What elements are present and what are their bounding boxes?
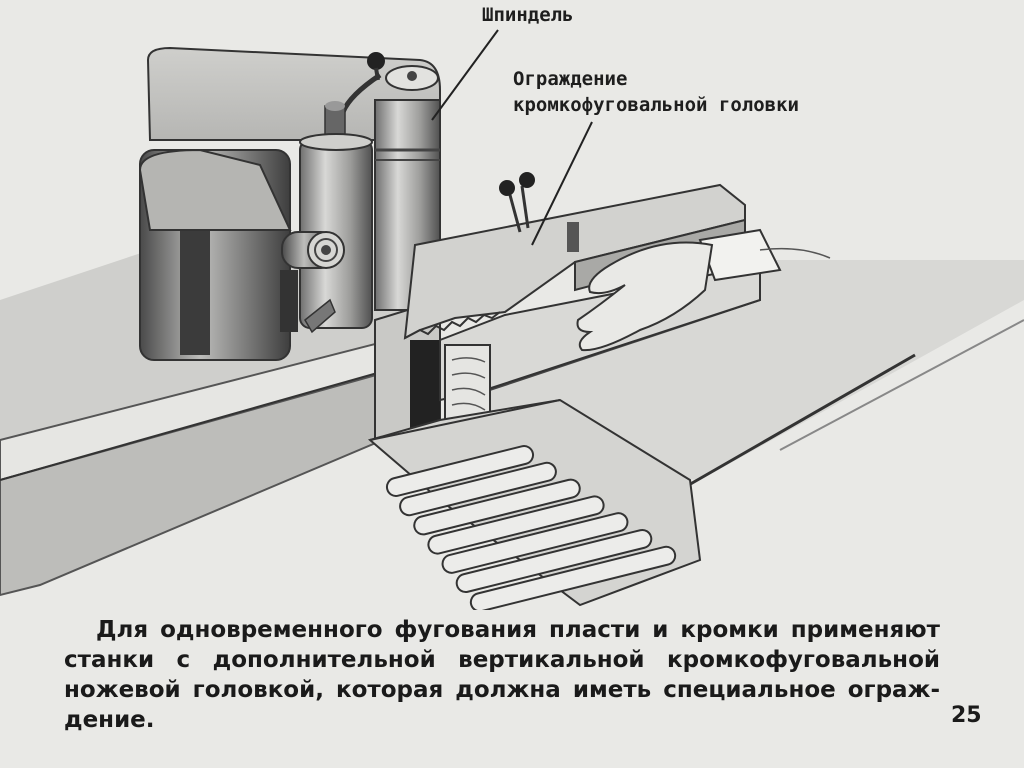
guard-label: Ограждение кромкофуговальной головки	[513, 66, 799, 118]
guard-label-line2: кромкофуговальной головки	[513, 94, 799, 116]
page-number: 25	[951, 703, 982, 728]
caption-line: ножевой головкой, которая должна иметь с…	[64, 677, 940, 703]
caption-line: дение.	[64, 707, 155, 733]
caption-line: Для одновременного фугования пласти и кр…	[96, 617, 940, 643]
jointer-machine-illustration	[0, 29, 1024, 610]
vertical-spindle	[280, 101, 373, 334]
leader-lines	[431, 29, 593, 246]
caption-line: станки с дополнительной вертикальной кро…	[64, 647, 940, 673]
guard-label-line1: Ограждение	[513, 68, 628, 90]
operator-hand	[576, 228, 831, 352]
roller-slats	[367, 398, 702, 610]
spindle-label: Шпиндель	[482, 4, 574, 26]
caption-text: Для одновременного фугования пласти и кр…	[64, 615, 940, 735]
